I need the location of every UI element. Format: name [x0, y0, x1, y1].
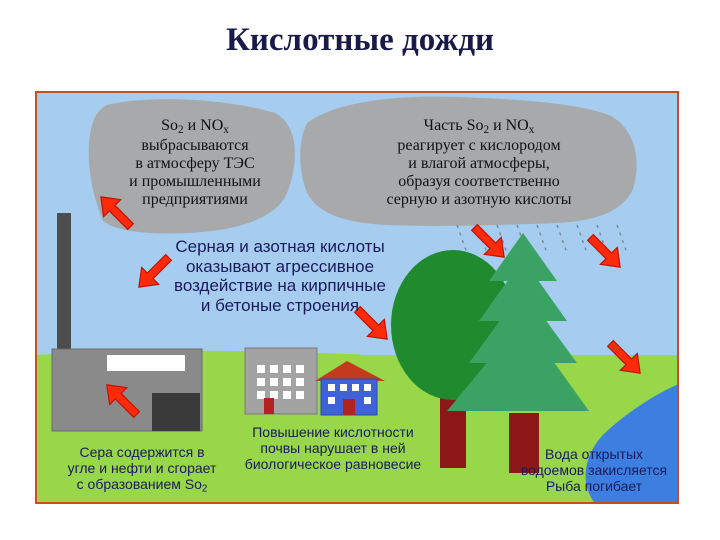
center-note: Серная и азотная кислоты оказывают агрес…: [155, 237, 405, 315]
arrow-6: [581, 228, 630, 277]
bottom-left-line: угле и нефти и сгорает: [67, 459, 217, 476]
center-note-line: и бетоные строения: [200, 295, 360, 315]
apartment-windows: [257, 365, 304, 399]
factory-door: [152, 393, 200, 431]
cloud-left-line: предприятиями: [142, 191, 248, 209]
cloud-right-line: образуя соответственно: [398, 173, 560, 191]
cloud-left-line: в атмосферу ТЭС: [135, 154, 255, 172]
apartment-building: [244, 347, 318, 415]
cloud-right-text: Часть So2 и NOx реагирует с кислородом и…: [347, 117, 611, 210]
bottom-center-line: Повышение кислотности: [252, 424, 414, 440]
fir-tree-trunk: [509, 413, 539, 473]
center-note-line: Серная и азотная кислоты: [175, 237, 385, 256]
scene-illustration: [37, 96, 677, 502]
fir-tree-tier1: [489, 233, 557, 281]
house-door: [343, 399, 355, 415]
cloud-right: [300, 96, 637, 226]
house-windows: [328, 384, 371, 404]
cloud-left-line: выбрасываются: [141, 136, 249, 154]
bottom-center-line: биологическое равновесие: [244, 455, 422, 472]
cloud-left-line-formula: So2 и NOx: [161, 117, 229, 136]
cloud-left: [88, 99, 295, 234]
bottom-right-line: Вода открытых: [545, 446, 643, 462]
bottom-left-line: Сера содержится в: [79, 444, 205, 460]
center-note-line: оказывают агрессивное: [185, 256, 375, 276]
page-title: Кислотные дожди: [225, 22, 495, 58]
bottom-center-note: Повышение кислотности почвы нарушает в н…: [233, 424, 433, 473]
cloud-right-line: и влагой атмосферы,: [408, 154, 550, 172]
bottom-center-line: почвы нарушает в ней: [260, 439, 406, 456]
apartment-door: [264, 398, 274, 414]
bottom-right-line: Рыба погибает: [545, 477, 643, 494]
cloud-left-text: So2 и NOx выбрасываются в атмосферу ТЭС …: [99, 117, 291, 210]
diagram-panel: So2 и NOx выбрасываются в атмосферу ТЭС …: [35, 91, 679, 504]
house-roof: [315, 361, 385, 381]
bottom-right-note: Вода открытых водоемов закисляется Рыба …: [513, 446, 675, 495]
chimney: [57, 213, 71, 353]
factory-window: [107, 355, 185, 371]
bottom-right-line: водоемов закисляется: [520, 461, 668, 478]
water-body: [585, 384, 677, 502]
cloud-left-line: и промышленными: [129, 173, 261, 191]
center-note-line: воздействие на кирпичные: [174, 276, 386, 296]
bottom-left-line-formula: с образованием So2: [76, 475, 208, 495]
cloud-right-line: серную и азотную кислоты: [386, 191, 572, 209]
cloud-right-line-formula: Часть So2 и NOx: [423, 117, 535, 136]
bottom-left-note: Сера содержится в угле и нефти и сгорает…: [57, 444, 227, 495]
cloud-right-line: реагирует с кислородом: [397, 136, 561, 154]
fir-tree-tier4: [447, 319, 589, 411]
